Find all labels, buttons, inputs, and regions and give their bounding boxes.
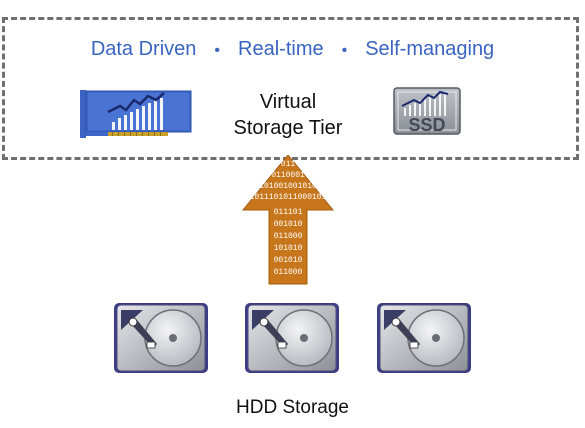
bit-row: 011000 <box>274 268 303 277</box>
bit-row: 001010 <box>274 220 303 229</box>
bit-row: 0110001 <box>271 171 305 180</box>
tier-label-line-2: Storage Tier <box>233 117 343 139</box>
feature-self-managing: Self-managing <box>365 38 495 60</box>
feature-list: Data Driven • Real-time • Self-managing <box>0 38 585 61</box>
ssd-icon: SSD <box>393 87 461 135</box>
ssd-text: SSD <box>408 115 445 135</box>
bit-row: 1011101011000101 <box>250 193 327 202</box>
bit-row: 001010 <box>274 256 303 265</box>
feature-separator: • <box>214 42 221 59</box>
bit-row: 101001001010 <box>259 182 317 191</box>
bit-row: 101010 <box>274 244 303 253</box>
hard-drive-icon <box>245 303 339 373</box>
pcie-flash-card-icon <box>80 90 192 138</box>
hard-drive-icon <box>114 303 208 373</box>
tier-label: Virtual Storage Tier <box>200 89 376 141</box>
tier-label-line-1: Virtual <box>259 91 317 113</box>
bit-row: 011101 <box>274 208 303 217</box>
feature-separator: • <box>341 42 348 59</box>
hdd-storage-label: HDD Storage <box>236 397 349 418</box>
bit-row: 011000 <box>274 232 303 241</box>
hard-drive-icon <box>377 303 471 373</box>
data-flow-arrow: 011 0110001 101001001010 101110101100010… <box>241 155 335 285</box>
bit-row: 011 <box>281 160 296 169</box>
feature-data-driven: Data Driven <box>90 38 197 60</box>
feature-real-time: Real-time <box>238 38 324 60</box>
